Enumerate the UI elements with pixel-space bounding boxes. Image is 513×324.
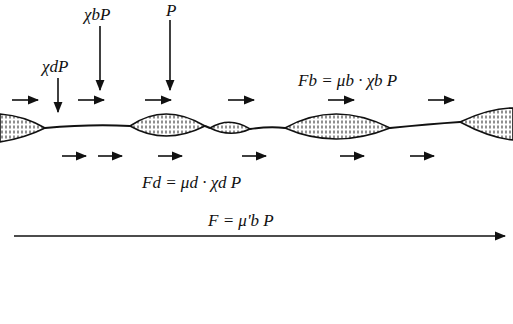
load-label: P bbox=[164, 2, 178, 19]
friction-formula: Fb = μb · χb P bbox=[296, 72, 399, 89]
load-arrow bbox=[99, 26, 101, 90]
friction-formula: F = μ'b P bbox=[206, 212, 276, 229]
total-force-arrow bbox=[14, 235, 505, 237]
load-arrow bbox=[57, 78, 59, 112]
friction-formula: Fd = μd · χd P bbox=[140, 174, 243, 191]
load-label: χbP bbox=[82, 6, 112, 23]
load-label: χdP bbox=[40, 58, 70, 75]
upper-force-arrows bbox=[12, 99, 454, 101]
lower-force-arrows bbox=[62, 155, 434, 157]
load-arrow bbox=[169, 20, 171, 90]
surface-gaps bbox=[0, 108, 513, 142]
